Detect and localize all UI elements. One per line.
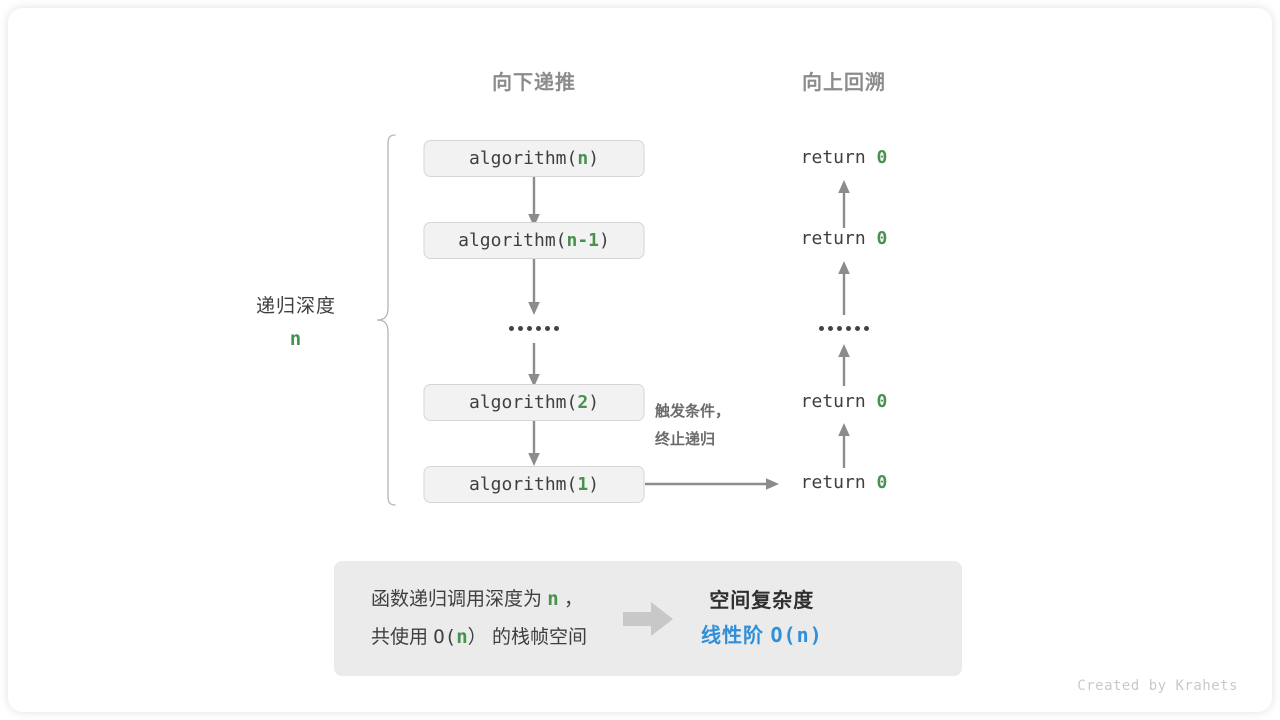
call-box-1[interactable]: algorithm(1) <box>423 466 645 503</box>
column-header-backtrack: 向上回溯 <box>802 72 886 94</box>
recursion-depth-brace <box>376 134 396 506</box>
summary-line1-n: n <box>547 588 559 611</box>
return-keyword: return <box>800 472 866 493</box>
recursion-depth-value: n <box>289 328 303 350</box>
return-label-4: return 0 <box>801 472 888 493</box>
summary-panel: 函数递归调用深度为 n ， 共使用 O(n） 的栈帧空间 空间复杂度 线性阶 O… <box>334 561 962 676</box>
call-box-arg: 2 <box>577 392 589 413</box>
return-value: 0 <box>876 391 888 412</box>
return-value: 0 <box>876 228 888 249</box>
summary-line1-text-a: 函数递归调用深度为 <box>371 589 543 611</box>
call-box-prefix: algorithm( <box>468 392 578 413</box>
call-box-suffix: ) <box>588 392 600 413</box>
return-value: 0 <box>876 472 888 493</box>
arrow-up-3 <box>836 344 852 386</box>
trigger-note-line1: 触发条件， <box>655 403 731 420</box>
summary-line2-text-b: 的栈帧空间 <box>491 626 587 648</box>
call-box-suffix: ) <box>588 474 600 495</box>
return-keyword: return <box>800 391 866 412</box>
summary-line2-text-a: 共使用 <box>371 626 429 648</box>
return-keyword: return <box>800 228 866 249</box>
trigger-note-line2: 终止递归 <box>655 430 716 448</box>
complexity-title: 空间复杂度 <box>709 590 815 612</box>
call-box-prefix: algorithm( <box>468 474 578 495</box>
summary-line2-bigo: O( <box>433 625 457 648</box>
return-label-3: return 0 <box>801 391 888 412</box>
arrow-down-4 <box>526 421 542 466</box>
summary-line-2: 共使用 O(n） 的栈帧空间 <box>371 619 587 656</box>
summary-line2-n: n <box>456 625 468 648</box>
return-keyword: return <box>800 147 866 168</box>
block-arrow-right-icon <box>622 601 673 637</box>
summary-description: 函数递归调用深度为 n ， 共使用 O(n） 的栈帧空间 <box>371 581 587 655</box>
return-label-1: return 0 <box>801 147 888 168</box>
call-box-arg: n <box>577 148 589 169</box>
complexity-bigo: O(n) <box>770 623 823 647</box>
return-label-2: return 0 <box>801 228 888 249</box>
arrow-right-base-case <box>645 474 779 494</box>
call-box-n[interactable]: algorithm(n) <box>423 140 645 177</box>
call-box-prefix: algorithm( <box>468 148 578 169</box>
arrow-up-1 <box>836 180 852 228</box>
arrow-up-2 <box>836 261 852 315</box>
complexity-value: 线性阶 O(n) <box>701 618 823 653</box>
summary-conclusion: 空间复杂度 线性阶 O(n) <box>701 584 823 653</box>
call-box-2[interactable]: algorithm(2) <box>423 384 645 421</box>
ellipsis-right <box>819 326 869 331</box>
recursion-depth-label: 递归深度 n <box>256 291 336 350</box>
call-box-prefix: algorithm( <box>458 230 567 251</box>
ellipsis-left <box>509 326 559 331</box>
call-box-arg: n-1 <box>566 230 600 251</box>
summary-line-1: 函数递归调用深度为 n ， <box>371 581 587 618</box>
call-box-arg: 1 <box>577 474 589 495</box>
summary-line1-text-b: ， <box>564 589 584 611</box>
call-box-suffix: ) <box>599 230 610 251</box>
summary-line2-paren: ） <box>467 626 487 648</box>
trigger-condition-note: 触发条件， 终止递归 <box>655 398 730 454</box>
arrow-up-4 <box>836 423 852 468</box>
arrow-down-2 <box>526 259 542 315</box>
recursion-depth-text: 递归深度 <box>255 296 337 317</box>
return-value: 0 <box>876 147 888 168</box>
diagram-card: 向下递推 向上回溯 递归深度 n algorithm(n) algorithm(… <box>8 8 1272 712</box>
call-box-suffix: ) <box>588 148 600 169</box>
call-box-n-minus-1[interactable]: algorithm(n-1) <box>423 222 645 259</box>
arrow-down-1 <box>526 177 542 227</box>
column-header-descend: 向下递推 <box>492 72 576 94</box>
credit-text: Created by Krahets <box>1077 678 1238 694</box>
complexity-order: 线性阶 <box>700 625 764 647</box>
arrow-down-3 <box>526 343 542 387</box>
